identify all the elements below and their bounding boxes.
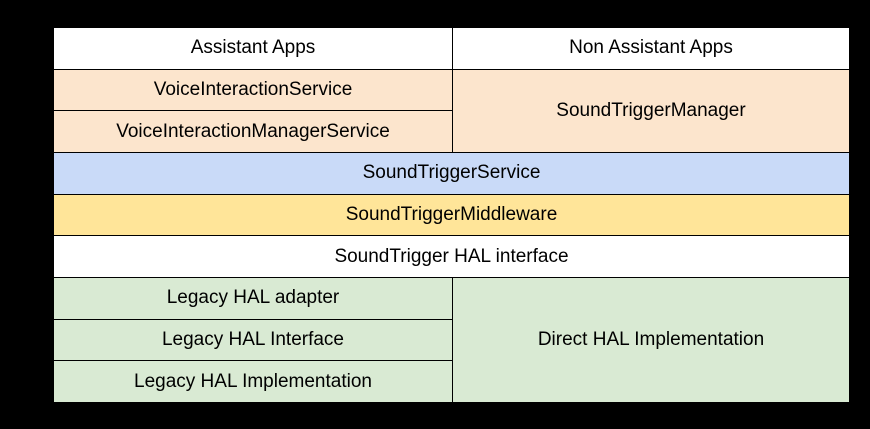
soundtrigger-stack-table: Assistant Apps Non Assistant Apps VoiceI… — [53, 27, 850, 403]
cell-sound-trigger-hal-interface: SoundTrigger HAL interface — [54, 236, 849, 277]
cell-sound-trigger-middleware: SoundTriggerMiddleware — [54, 194, 849, 236]
cell-voice-interaction-service: VoiceInteractionService — [54, 69, 452, 111]
cell-legacy-hal-interface: Legacy HAL Interface — [54, 319, 452, 361]
cell-legacy-hal-adapter: Legacy HAL adapter — [54, 278, 452, 319]
cell-voice-interaction-manager-service: VoiceInteractionManagerService — [54, 111, 452, 152]
cell-sound-trigger-manager: SoundTriggerManager — [453, 69, 849, 152]
cell-sound-trigger-service: SoundTriggerService — [54, 153, 849, 194]
cell-non-assistant-apps: Non Assistant Apps — [453, 28, 849, 69]
cell-legacy-hal-implementation: Legacy HAL Implementation — [54, 361, 452, 402]
cell-assistant-apps: Assistant Apps — [54, 28, 452, 69]
cell-direct-hal-implementation: Direct HAL Implementation — [453, 278, 849, 402]
